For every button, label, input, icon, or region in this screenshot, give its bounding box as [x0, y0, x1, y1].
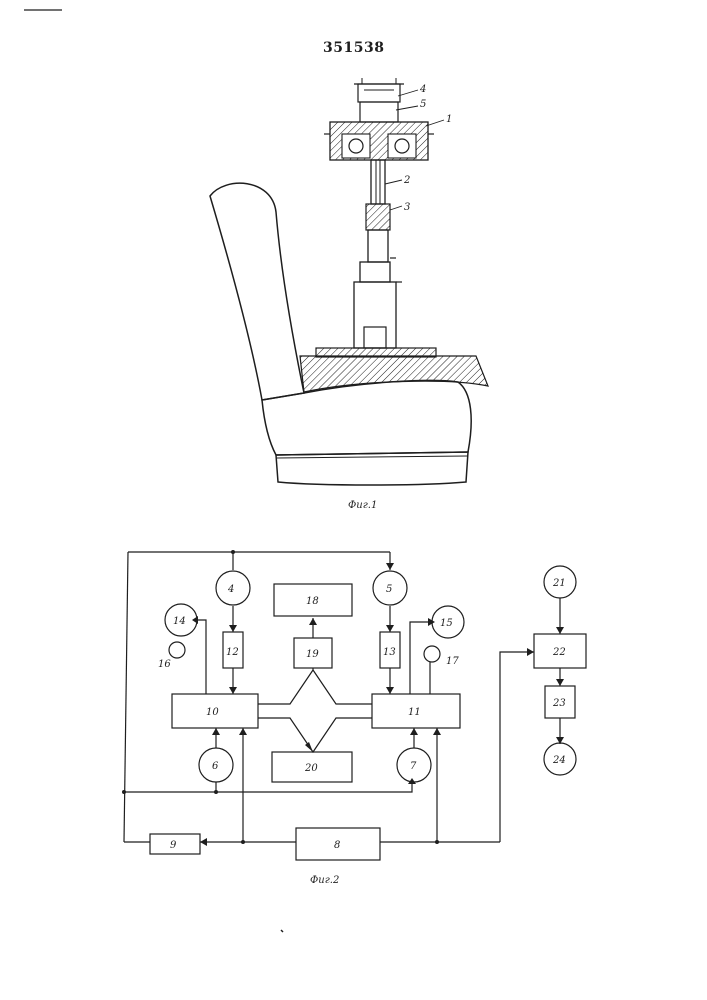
label-b24: 24	[552, 755, 566, 766]
label-b7: 7	[410, 761, 417, 772]
label-3: 3	[404, 202, 410, 213]
label-4: 4	[419, 84, 426, 95]
base-plate	[316, 348, 436, 357]
label-b23: 23	[552, 698, 566, 709]
label-5: 5	[420, 99, 426, 110]
chair-body	[262, 380, 471, 455]
element-5	[360, 102, 398, 122]
figure-2-caption: Фиг.2	[310, 875, 339, 886]
label-b18: 18	[306, 596, 319, 607]
label-b6: 6	[212, 761, 219, 772]
label-b13: 13	[383, 647, 396, 658]
figure-1-caption: Фиг.1	[348, 500, 377, 511]
block-17	[424, 646, 440, 662]
label-b12: 12	[226, 647, 239, 658]
label-b19: 19	[306, 649, 319, 660]
seat-pad	[300, 356, 488, 392]
element-4	[358, 84, 400, 102]
label-b9: 9	[170, 840, 177, 851]
rod-2	[371, 160, 385, 204]
outer-tube	[354, 282, 396, 348]
label-b5: 5	[386, 584, 392, 595]
label-b21: 21	[552, 578, 566, 589]
block-16	[169, 642, 185, 658]
stray-mark	[281, 930, 283, 932]
label-b22: 22	[552, 647, 566, 658]
label-1: 1	[446, 114, 452, 125]
label-b4: 4	[227, 584, 234, 595]
label-b16: 16	[158, 659, 171, 670]
figure-1: 4 5 1 2 3	[210, 78, 488, 485]
label-2: 2	[403, 175, 410, 186]
chair-back	[210, 183, 304, 400]
clamp-3	[366, 204, 390, 230]
label-b20: 20	[304, 763, 318, 774]
label-b10: 10	[206, 707, 219, 718]
inner-tube	[368, 230, 388, 262]
label-b8: 8	[334, 840, 340, 851]
figure-2	[122, 550, 586, 860]
label-b17: 17	[446, 656, 459, 667]
label-b15: 15	[440, 618, 453, 629]
label-b11: 11	[408, 707, 421, 718]
label-b14: 14	[173, 616, 186, 627]
middle-tube	[360, 262, 390, 282]
